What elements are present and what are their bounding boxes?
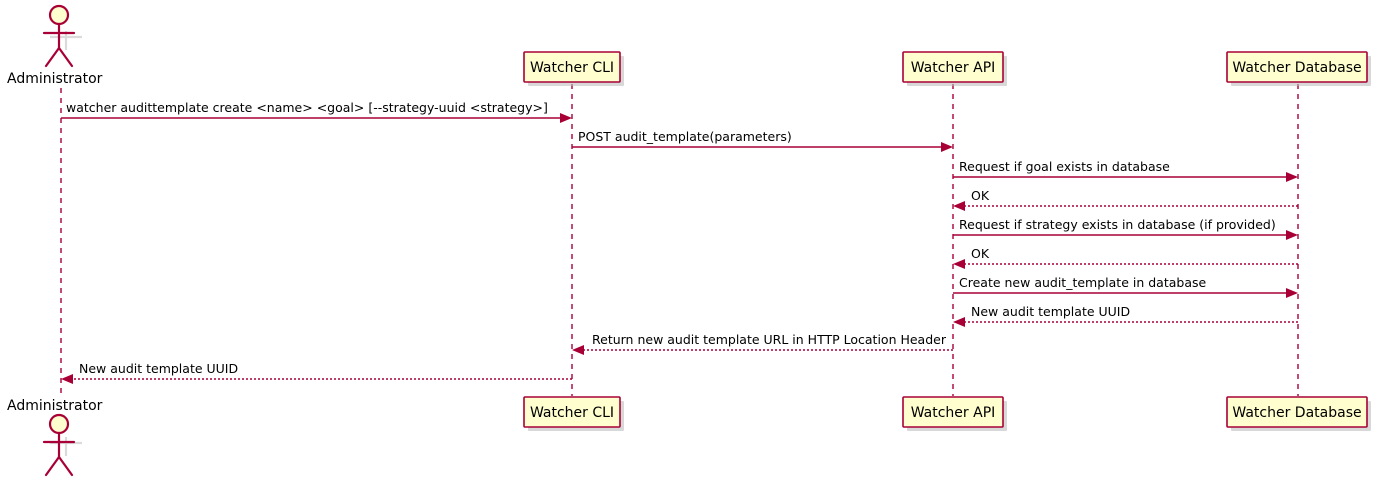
message-2-cli-to-api[interactable]: POST audit_template(parameters) [572,129,953,152]
message-10-arrowhead-left [61,374,73,384]
message-7-arrowhead-right [1286,288,1298,298]
participant-box-watcher-database-bottom[interactable]: Watcher Database [1226,396,1371,431]
actor-body-icon [42,22,76,68]
participant-rect-watcher-database-bottom [1226,396,1368,428]
message-5-api-to-db[interactable]: Request if strategy exists in database (… [953,217,1298,240]
participant-label-watcher-cli-bottom: Watcher CLI [530,405,614,421]
actor-label-administrator-bottom: Administrator [7,398,103,414]
message-3-api-to-db[interactable]: Request if goal exists in database [953,159,1298,182]
message-4-arrowhead-left [953,201,965,211]
actor-body-icon-bottom [42,431,76,477]
participant-rect-watcher-api-top [902,51,1004,83]
participant-box-watcher-cli-bottom[interactable]: Watcher CLI [523,396,624,431]
message-7-api-to-db[interactable]: Create new audit_template in database [953,275,1298,298]
message-10-cli-to-admin[interactable]: New audit template UUID [61,361,572,384]
message-7-label: Create new audit_template in database [959,275,1206,290]
participant-box-watcher-database-top[interactable]: Watcher Database [1226,51,1371,86]
message-5-label: Request if strategy exists in database (… [959,217,1276,232]
message-5-arrowhead-right [1286,230,1298,240]
actor-administrator-bottom[interactable]: Administrator [7,398,103,477]
actor-administrator-top[interactable]: Administrator [7,4,103,87]
actor-shadow-top [50,31,82,50]
participant-box-watcher-api-bottom[interactable]: Watcher API [902,396,1007,431]
message-3-arrowhead-right [1286,172,1298,182]
message-3-label: Request if goal exists in database [959,159,1170,174]
message-4-db-to-api[interactable]: OK [953,188,1298,211]
message-1-label: watcher audittemplate create <name> <goa… [66,100,548,115]
participant-box-watcher-cli-top[interactable]: Watcher CLI [523,51,624,86]
message-4-label: OK [971,188,990,203]
message-9-api-to-cli[interactable]: Return new audit template URL in HTTP Lo… [572,332,953,355]
participant-rect-watcher-database-top [1226,51,1368,83]
participant-label-watcher-database-bottom: Watcher Database [1232,405,1361,421]
actor-label-administrator-top: Administrator [7,71,103,87]
actor-shadow-bottom [50,437,82,456]
message-8-label: New audit template UUID [971,304,1130,319]
participant-label-watcher-cli-top: Watcher CLI [530,60,614,76]
message-9-label: Return new audit template URL in HTTP Lo… [592,332,947,347]
message-6-label: OK [971,246,990,261]
actor-head-icon-bottom [48,413,70,435]
message-6-db-to-api[interactable]: OK [953,246,1298,269]
message-8-arrowhead-left [953,317,965,327]
message-2-arrowhead-right [941,142,953,152]
message-1-arrowhead-right [560,113,572,123]
message-6-arrowhead-left [953,259,965,269]
participant-rect-watcher-cli-top [523,51,621,83]
message-2-label: POST audit_template(parameters) [578,129,792,144]
message-8-db-to-api[interactable]: New audit template UUID [953,304,1298,327]
participant-rect-watcher-api-bottom [902,396,1004,428]
participant-label-watcher-api-top: Watcher API [911,60,996,76]
participant-label-watcher-database-top: Watcher Database [1232,60,1361,76]
participant-box-watcher-api-top[interactable]: Watcher API [902,51,1007,86]
actor-head-icon [48,4,70,26]
message-10-label: New audit template UUID [79,361,238,376]
lifelines-group [60,84,1299,396]
participant-label-watcher-api-bottom: Watcher API [911,405,996,421]
participant-rect-watcher-cli-bottom [523,396,621,428]
message-1-admin-to-cli[interactable]: watcher audittemplate create <name> <goa… [61,100,572,123]
message-9-arrowhead-left [572,345,584,355]
